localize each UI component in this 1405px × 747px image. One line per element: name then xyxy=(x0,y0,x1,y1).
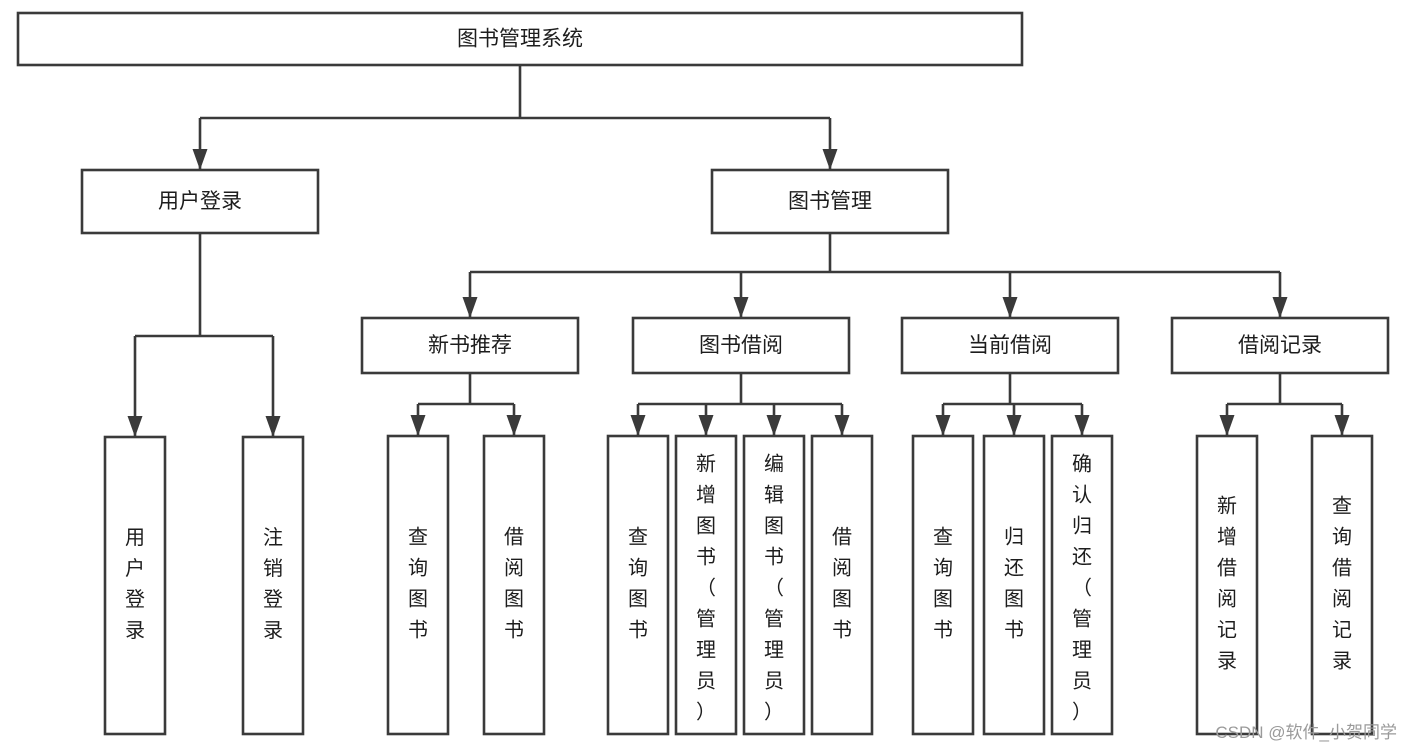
arrow-head-icon xyxy=(935,415,951,436)
node-user-login[interactable]: 用户登录 xyxy=(80,168,320,235)
node-box-add-borrow-record xyxy=(1195,434,1259,736)
node-label-add-book-admin: 新增图书（管理员） xyxy=(696,453,716,724)
arrow-head-icon xyxy=(410,415,426,436)
node-label-borrow-book-2: 借阅图书 xyxy=(832,526,852,642)
node-edit-book-admin[interactable]: 编辑图书（管理员） xyxy=(742,434,806,736)
node-label-return-book: 归还图书 xyxy=(1004,526,1024,642)
node-query-book-1[interactable]: 查询图书 xyxy=(386,434,450,736)
node-box-book-manage xyxy=(710,168,950,235)
node-label-query-book-3: 查询图书 xyxy=(933,526,953,642)
node-label-edit-book-admin: 编辑图书（管理员） xyxy=(764,453,784,724)
arrow-head-icon xyxy=(1002,297,1018,318)
node-query-book-3[interactable]: 查询图书 xyxy=(911,434,975,736)
node-label-new-book-recommend: 新书推荐 xyxy=(428,334,512,357)
node-box-confirm-return-admin xyxy=(1050,434,1114,736)
arrow-head-icon xyxy=(265,416,281,437)
node-box-borrow-record xyxy=(1170,316,1390,375)
node-box-return-book xyxy=(982,434,1046,736)
node-box-query-book-1 xyxy=(386,434,450,736)
node-box-query-borrow-record xyxy=(1310,434,1374,736)
arrow-head-icon xyxy=(698,415,714,436)
node-label-confirm-return-admin: 确认归还（管理员） xyxy=(1072,453,1092,724)
arrow-head-icon xyxy=(192,149,208,170)
arrow-head-icon xyxy=(822,149,838,170)
arrow-head-icon xyxy=(462,297,478,318)
node-label-user-login-do: 用户登录 xyxy=(125,527,145,642)
node-box-current-borrow xyxy=(900,316,1120,375)
node-query-borrow-record[interactable]: 查询借阅记录 xyxy=(1310,434,1374,736)
arrow-head-icon xyxy=(630,415,646,436)
node-book-borrow[interactable]: 图书借阅 xyxy=(631,316,851,375)
node-book-manage[interactable]: 图书管理 xyxy=(710,168,950,235)
node-label-user-login: 用户登录 xyxy=(158,190,242,213)
arrow-head-icon xyxy=(766,415,782,436)
arrow-head-icon xyxy=(127,416,143,437)
node-box-borrow-book-2 xyxy=(810,434,874,736)
arrow-head-icon xyxy=(1272,297,1288,318)
node-label-query-borrow-record: 查询借阅记录 xyxy=(1332,495,1352,673)
arrow-head-icon xyxy=(733,297,749,318)
node-borrow-book-1[interactable]: 借阅图书 xyxy=(482,434,546,736)
node-box-query-book-2 xyxy=(606,434,670,736)
node-box-borrow-book-1 xyxy=(482,434,546,736)
node-label-book-borrow: 图书借阅 xyxy=(699,334,783,357)
node-confirm-return-admin[interactable]: 确认归还（管理员） xyxy=(1050,434,1114,736)
node-label-query-book-1: 查询图书 xyxy=(408,526,428,642)
node-box-user-login-do xyxy=(103,435,167,736)
node-add-book-admin[interactable]: 新增图书（管理员） xyxy=(674,434,738,736)
node-query-book-2[interactable]: 查询图书 xyxy=(606,434,670,736)
node-box-user-logout xyxy=(241,435,305,736)
arrow-head-icon xyxy=(1074,415,1090,436)
node-user-logout[interactable]: 注销登录 xyxy=(241,435,305,736)
node-root[interactable]: 图书管理系统 xyxy=(16,11,1024,67)
node-box-edit-book-admin xyxy=(742,434,806,736)
node-label-user-logout: 注销登录 xyxy=(263,526,283,642)
node-borrow-book-2[interactable]: 借阅图书 xyxy=(810,434,874,736)
arrow-head-icon xyxy=(506,415,522,436)
node-current-borrow[interactable]: 当前借阅 xyxy=(900,316,1120,375)
node-box-root xyxy=(16,11,1024,67)
node-new-book-recommend[interactable]: 新书推荐 xyxy=(360,316,580,375)
node-label-book-manage: 图书管理 xyxy=(788,190,872,213)
node-add-borrow-record[interactable]: 新增借阅记录 xyxy=(1195,434,1259,736)
node-box-add-book-admin xyxy=(674,434,738,736)
arrow-head-icon xyxy=(1006,415,1022,436)
node-box-book-borrow xyxy=(631,316,851,375)
node-borrow-record[interactable]: 借阅记录 xyxy=(1170,316,1390,375)
node-label-borrow-record: 借阅记录 xyxy=(1238,334,1322,357)
node-user-login-do[interactable]: 用户登录 xyxy=(103,435,167,736)
node-label-borrow-book-1: 借阅图书 xyxy=(504,526,524,642)
node-label-query-book-2: 查询图书 xyxy=(628,526,648,642)
node-label-add-borrow-record: 新增借阅记录 xyxy=(1217,495,1237,673)
arrow-head-icon xyxy=(834,415,850,436)
node-label-current-borrow: 当前借阅 xyxy=(968,334,1052,357)
node-return-book[interactable]: 归还图书 xyxy=(982,434,1046,736)
arrow-head-icon xyxy=(1334,415,1350,436)
node-label-root: 图书管理系统 xyxy=(457,28,583,51)
arrow-head-icon xyxy=(1219,415,1235,436)
node-box-query-book-3 xyxy=(911,434,975,736)
